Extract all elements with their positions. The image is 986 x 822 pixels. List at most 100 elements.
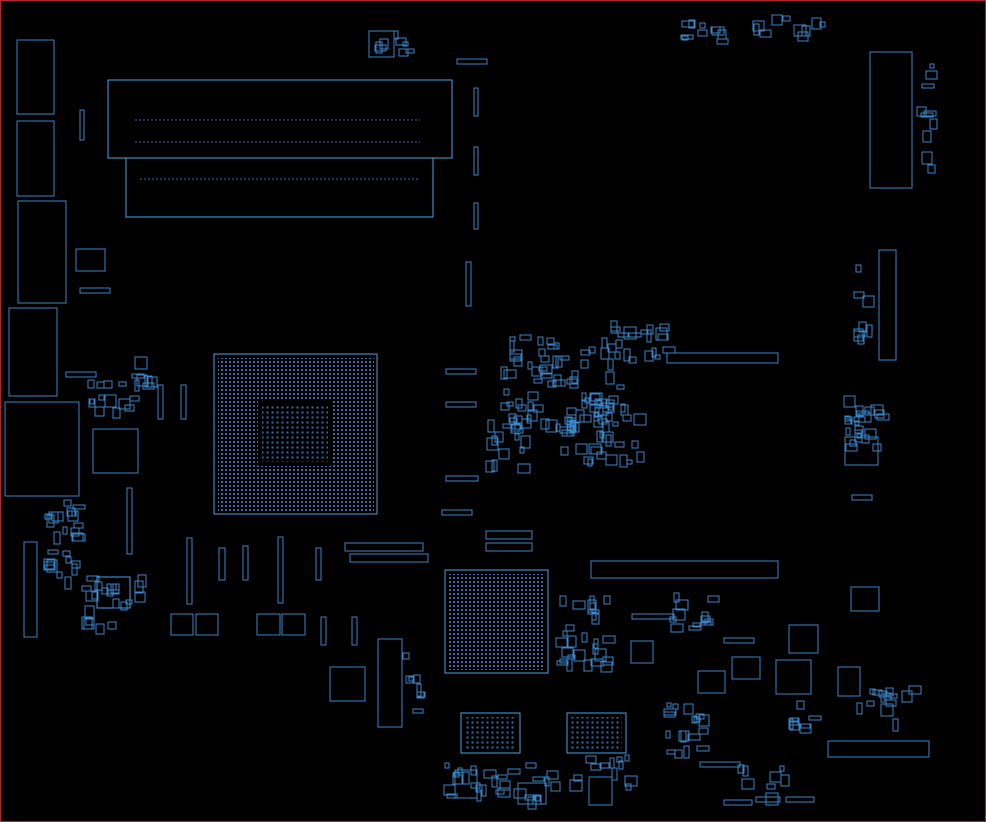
passive-part [144, 375, 153, 388]
passive-part [584, 397, 590, 404]
passive-part [555, 637, 568, 648]
passive-part [242, 545, 249, 581]
passive-part [707, 595, 720, 603]
passive-part [766, 783, 776, 790]
passive-part [856, 433, 862, 439]
passive-part [573, 774, 583, 782]
passive-part [854, 425, 864, 434]
passive-part [416, 683, 422, 697]
passive-part [796, 700, 805, 710]
passive-part [583, 456, 594, 465]
passive-part [441, 509, 473, 516]
pin-header-strip-4 [485, 530, 533, 540]
ic-bottom-c [588, 776, 613, 806]
passive-part [540, 418, 550, 430]
passive-part [599, 762, 610, 769]
passive-part [65, 556, 72, 564]
hdmi-connector [17, 200, 67, 304]
passive-part [782, 15, 791, 22]
passive-part [565, 624, 575, 632]
passive-part [571, 419, 577, 426]
passive-part [801, 25, 811, 37]
passive-part [63, 499, 72, 507]
passive-part [186, 537, 193, 605]
passive-part [619, 454, 628, 468]
passive-part [601, 337, 608, 349]
chipset-outline [444, 569, 549, 674]
passive-part [452, 774, 463, 785]
ic-vrm-2 [788, 624, 819, 654]
right-connector-top [869, 51, 913, 189]
passive-components [43, 14, 938, 810]
passive-part [672, 703, 679, 710]
passive-part [51, 511, 64, 522]
passive-part [752, 20, 765, 32]
passive-part [445, 368, 477, 375]
passive-part [591, 609, 597, 621]
passive-part [498, 448, 510, 460]
passive-part [444, 762, 450, 769]
passive-part [503, 388, 510, 396]
passive-part [843, 395, 856, 408]
passive-part [849, 439, 857, 447]
passive-part [596, 399, 602, 409]
passive-part [610, 326, 621, 332]
passive-part [755, 796, 781, 803]
passive-part [71, 560, 81, 569]
passive-part [581, 392, 587, 401]
passive-part [651, 347, 657, 358]
passive-part [605, 412, 613, 422]
passive-part [544, 776, 550, 787]
passive-part [487, 419, 495, 433]
passive-part [892, 718, 899, 732]
passive-part [681, 35, 689, 41]
passive-part [620, 404, 629, 416]
passive-part [527, 391, 539, 401]
passive-part [537, 336, 544, 346]
passive-part [560, 446, 569, 456]
passive-part [538, 348, 546, 357]
passive-part [680, 34, 694, 40]
passive-part [86, 575, 100, 582]
passive-part [533, 404, 544, 413]
passive-part [101, 587, 109, 595]
passive-part [680, 730, 687, 743]
passive-part [569, 779, 583, 792]
passive-part [89, 398, 95, 405]
ic-sq-b [731, 656, 761, 680]
passive-part [71, 563, 78, 576]
passive-part [688, 19, 696, 29]
passive-part [562, 630, 568, 637]
ic-power-1 [329, 666, 366, 702]
ic-top-chip [368, 30, 395, 58]
passive-part [540, 372, 553, 379]
passive-part [864, 406, 875, 416]
passive-part [112, 407, 121, 419]
passive-part [862, 295, 875, 308]
passive-part [473, 202, 479, 230]
passive-part [858, 321, 867, 333]
passive-part [723, 637, 755, 644]
passive-part [110, 583, 120, 594]
memory-slots [107, 79, 453, 218]
ic-left-h [281, 613, 306, 636]
passive-part [908, 685, 922, 695]
passive-part [596, 430, 604, 443]
flash-chip-1 [460, 712, 521, 754]
passive-part [581, 632, 588, 643]
passive-part [408, 676, 415, 682]
passive-part [628, 356, 637, 364]
passive-part [602, 635, 616, 644]
passive-part [62, 550, 71, 557]
passive-part [88, 398, 96, 408]
passive-part [157, 384, 164, 420]
passive-part [112, 598, 120, 609]
passive-part [520, 435, 531, 449]
passive-part [633, 413, 647, 426]
passive-part [616, 384, 625, 390]
passive-part [517, 463, 531, 474]
passive-part [929, 63, 935, 69]
passive-part [874, 409, 885, 419]
